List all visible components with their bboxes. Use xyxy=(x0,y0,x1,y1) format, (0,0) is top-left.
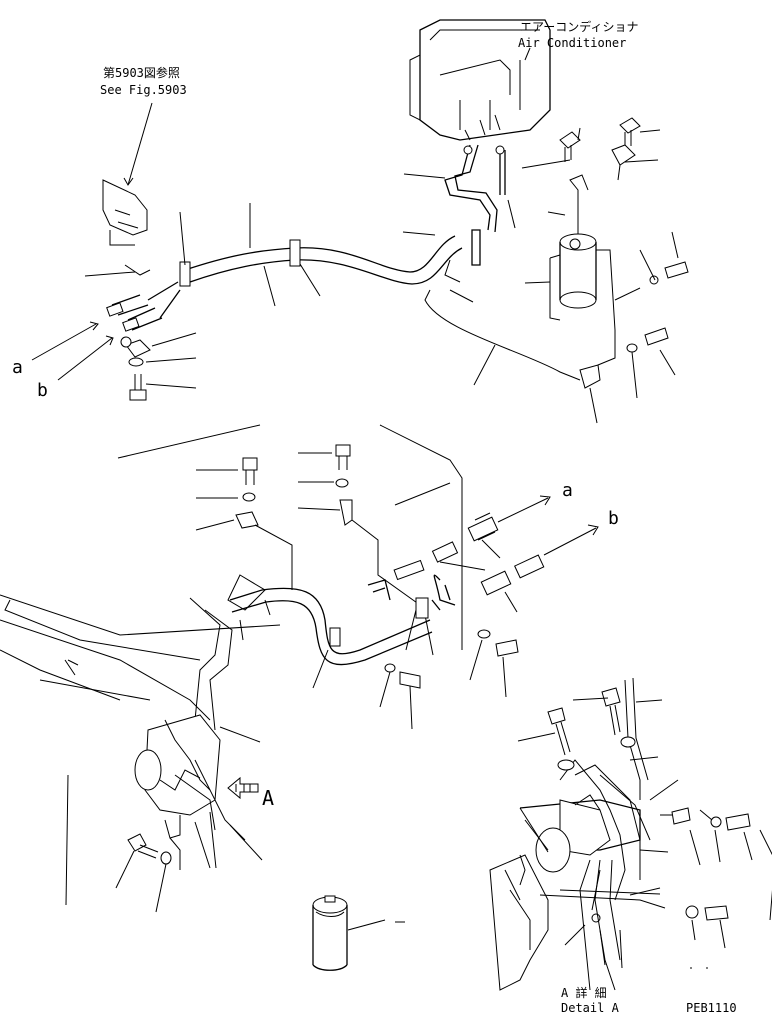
bolt-mid-1 xyxy=(242,457,258,485)
hose-a-end-label: a xyxy=(562,480,573,501)
detail-a-en-label: Detail A xyxy=(561,1001,620,1014)
fitting-b xyxy=(514,554,545,579)
see-fig-jp-label: 第5903図参照 xyxy=(103,65,180,80)
air-conditioner-jp-label: エアーコンディショナ xyxy=(520,19,638,34)
fitting-a xyxy=(467,512,499,542)
view-a-arrow xyxy=(227,776,259,800)
hose-b-end-label: b xyxy=(608,508,619,529)
washer-mid-1 xyxy=(242,492,256,502)
hose-b-label: b xyxy=(37,380,48,401)
bolt-right-2 xyxy=(626,327,669,353)
bolt-left xyxy=(129,374,147,401)
detail-a-jp-label: A 詳 細 xyxy=(561,985,607,1000)
receiver-drier xyxy=(549,174,616,331)
bracket-top-right xyxy=(611,144,636,181)
bolt-bottom-left xyxy=(127,833,172,865)
bolt-mid-3 xyxy=(477,629,519,657)
refrigerant-can xyxy=(312,895,348,971)
bolt-top-1 xyxy=(559,131,581,162)
mounting-bracket xyxy=(102,179,148,246)
bolt-detail-1 xyxy=(547,707,575,771)
bolt-mid-4 xyxy=(384,663,421,689)
clamp-left xyxy=(120,336,151,358)
fitting-c xyxy=(480,570,512,596)
washer-mid-2 xyxy=(335,478,349,488)
drawing-code: PEB1110 xyxy=(686,1001,737,1014)
compressor xyxy=(134,714,246,841)
bolt-mid-2 xyxy=(335,444,351,470)
clip-mid-2 xyxy=(339,499,353,526)
view-a-label: A xyxy=(262,786,274,810)
air-conditioner-unit xyxy=(409,19,551,141)
see-fig-en-label: See Fig.5903 xyxy=(100,83,187,97)
bolt-detail-2 xyxy=(601,687,621,736)
bolt-right-1 xyxy=(649,261,689,285)
clip-mid-1 xyxy=(235,511,259,529)
air-conditioner-en-label: Air Conditioner xyxy=(518,36,626,50)
fitting-d xyxy=(431,541,459,563)
bolt-top-2 xyxy=(619,117,641,148)
detail-a-assembly xyxy=(489,759,666,991)
washer-left xyxy=(128,357,144,367)
hose-a-label: a xyxy=(12,357,23,378)
